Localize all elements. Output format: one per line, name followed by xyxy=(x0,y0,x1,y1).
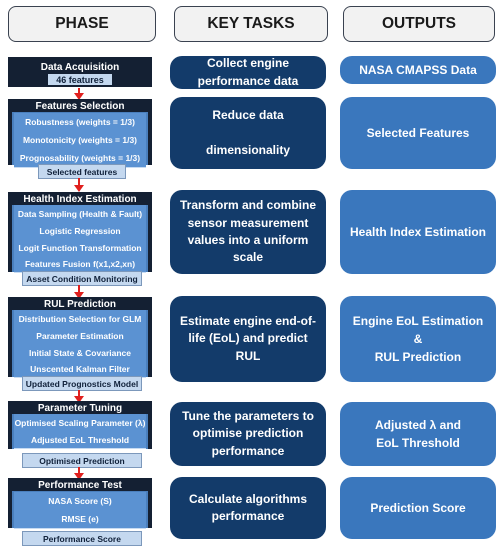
phase-health-index-estimation: Health Index Estimation Data Sampling (H… xyxy=(8,192,152,273)
phase-performance-test: Performance Test NASA Score (S) RMSE (e) xyxy=(8,478,152,529)
phase-output-label: Selected features xyxy=(38,164,126,179)
phase-title: Features Selection xyxy=(35,101,125,112)
flow-arrow xyxy=(74,467,84,480)
flow-arrow xyxy=(74,390,84,403)
phase-output-label: Asset Condition Monitoring xyxy=(22,271,142,286)
phase-title: Health Index Estimation xyxy=(23,194,137,205)
phase-item: Adjusted EoL Threshold xyxy=(14,431,146,449)
phase-title: Data Acquisition xyxy=(40,62,120,73)
phase-item: Optimised Scaling Parameter (λ) xyxy=(14,414,146,432)
phase-item-list: Robustness (weights = 1/3) Monotonicity … xyxy=(12,112,148,168)
phase-features-selection: Features Selection Robustness (weights =… xyxy=(8,99,152,168)
phase-feature-count: 46 features xyxy=(48,74,112,85)
phase-item-list: Data Sampling (Health & Fault) Logistic … xyxy=(12,205,148,273)
phase-item: Robustness (weights = 1/3) xyxy=(14,113,146,132)
phase-item-list: Optimised Scaling Parameter (λ) Adjusted… xyxy=(12,414,148,449)
phase-item: Monotonicity (weights = 1/3) xyxy=(14,131,146,150)
phase-parameter-tuning: Parameter Tuning Optimised Scaling Param… xyxy=(8,401,152,449)
task-rul-prediction: Estimate engine end-of- life (EoL) and p… xyxy=(170,296,326,382)
phase-data-acquisition: Data Acquisition 46 features xyxy=(8,57,152,87)
phase-title: Performance Test xyxy=(38,480,122,491)
flow-arrow xyxy=(74,178,84,192)
phase-header: PHASE xyxy=(8,6,156,42)
phase-item: NASA Score (S) xyxy=(14,492,146,511)
task-features-selection: Reduce data dimensionality xyxy=(170,97,326,169)
phase-title: Parameter Tuning xyxy=(37,403,123,414)
phase-item-list: NASA Score (S) RMSE (e) xyxy=(12,491,148,529)
flow-arrow xyxy=(74,285,84,299)
output-health-index-estimation: Health Index Estimation xyxy=(340,190,496,274)
task-performance-test: Calculate algorithms performance xyxy=(170,477,326,539)
output-features-selection: Selected Features xyxy=(340,97,496,169)
task-data-acquisition: Collect engine performance data xyxy=(170,56,326,89)
phase-output-label: Updated Prognostics Model xyxy=(22,376,142,391)
task-health-index-estimation: Transform and combine sensor measurement… xyxy=(170,190,326,274)
task-parameter-tuning: Tune the parameters to optimise predicti… xyxy=(170,402,326,466)
phase-rul-prediction: RUL Prediction Distribution Selection fo… xyxy=(8,297,152,378)
phase-item-list: Distribution Selection for GLM Parameter… xyxy=(12,310,148,378)
phase-output-label: Performance Score xyxy=(22,531,142,546)
output-data-acquisition: NASA CMAPSS Data xyxy=(340,56,496,84)
flow-arrow xyxy=(74,88,84,100)
output-parameter-tuning: Adjusted λ and EoL Threshold xyxy=(340,402,496,466)
phase-title: RUL Prediction xyxy=(43,299,117,310)
output-performance-test: Prediction Score xyxy=(340,477,496,539)
key-tasks-header: KEY TASKS xyxy=(174,6,328,42)
outputs-header: OUTPUTS xyxy=(343,6,495,42)
phase-output-label: Optimised Prediction xyxy=(22,453,142,468)
phase-item: RMSE (e) xyxy=(14,510,146,529)
output-rul-prediction: Engine EoL Estimation & RUL Prediction xyxy=(340,296,496,382)
